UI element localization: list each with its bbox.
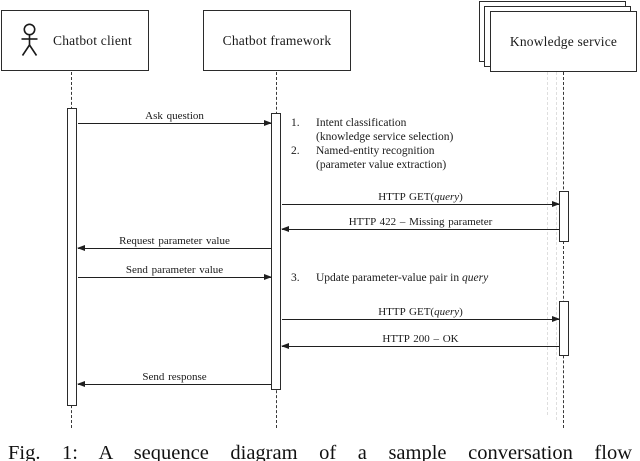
activation-bar-knowledge-2 [559,301,569,356]
participant-chatbot-client: Chatbot client [1,10,149,71]
activation-bar-knowledge-1 [559,191,569,242]
activation-bar-framework [271,113,281,390]
note-item-2: 2. Named-entity recognition(parameter va… [291,144,453,172]
message-http-get-1: HTTP GET(query) [282,191,560,207]
figure-caption: Fig. 1: A sequence diagram of a sample c… [8,442,632,461]
actor-icon [18,23,41,59]
note-number: 2. [291,145,300,157]
lifeline-knowledge-instance-back [547,72,548,415]
participant-label: Knowledge service [509,33,618,49]
participant-knowledge-service: Knowledge service [490,11,637,72]
message-label: Ask question [145,110,204,122]
message-label: Request parameter value [119,235,230,247]
message-http-get-2: HTTP GET(query) [282,306,560,322]
note-text: Named-entity recognition(parameter value… [316,145,447,171]
note-steps-1-2: 1. Intent classification(knowledge servi… [291,116,453,172]
note-text: Update parameter-value pair in query [316,272,489,284]
note-number: 1. [291,117,300,129]
message-label: HTTP GET(query) [378,306,463,318]
note-step-3: 3. Update parameter-value pair in query [291,271,488,285]
note-number: 3. [291,272,300,284]
participant-label: Chatbot client [53,32,132,48]
message-http-200-ok: HTTP 200 – OK [281,333,559,349]
lifeline-knowledge-instance-mid [556,72,557,420]
lifeline-knowledge-service [563,72,564,428]
message-ask-question: Ask question [78,110,272,126]
activation-bar-client [67,108,77,406]
message-send-parameter-value: Send parameter value [78,264,272,280]
message-http-422: HTTP 422 – Missing parameter [281,216,559,232]
note-item-1: 1. Intent classification(knowledge servi… [291,116,453,144]
message-label: HTTP 200 – OK [382,333,459,345]
message-label: Send parameter value [125,264,224,276]
message-label: Send response [142,371,207,383]
message-label: HTTP GET(query) [378,191,463,203]
participant-chatbot-framework: Chatbot framework [203,10,351,71]
note-text: Intent classification(knowledge service … [316,117,454,143]
note-item-3: 3. Update parameter-value pair in query [291,271,488,285]
participant-label: Chatbot framework [222,32,332,48]
message-request-parameter-value: Request parameter value [77,235,271,251]
message-label: HTTP 422 – Missing parameter [348,216,493,228]
message-send-response: Send response [77,371,271,387]
